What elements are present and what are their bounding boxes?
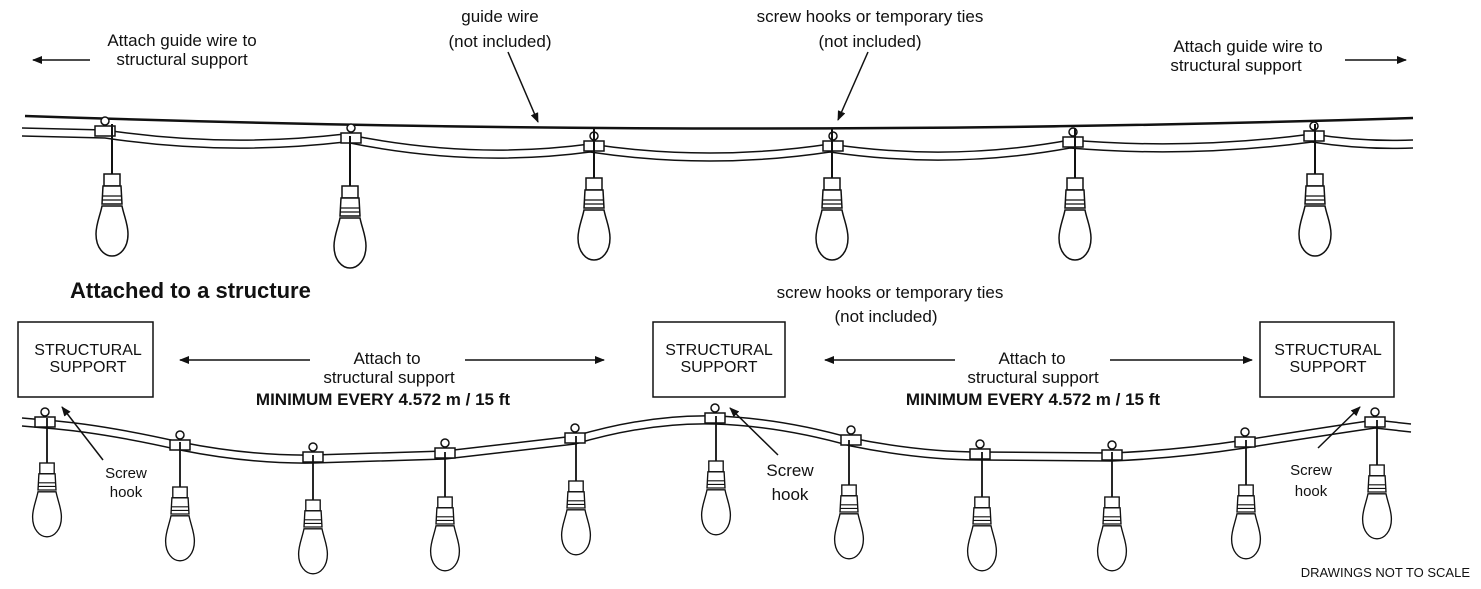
span-annotation-right: Attach to structural support MINIMUM EVE… [824, 349, 1253, 409]
structural-support-center: STRUCTURAL SUPPORT [652, 321, 786, 398]
attach-to-line2: structural support [967, 368, 1099, 387]
bulb-icon [1361, 419, 1393, 540]
structural-support-left: STRUCTURAL SUPPORT [17, 321, 154, 398]
screw-hook-line1: Screw [1290, 462, 1332, 479]
guide-wire-pointer [507, 51, 539, 123]
bulb-icon [966, 451, 998, 572]
guide-wire-note: (not included) [448, 32, 551, 51]
bulb-icon [1230, 439, 1262, 560]
screw-hook-callout-left: Screw hook [61, 406, 147, 501]
support-label-line2: SUPPORT [1289, 359, 1366, 376]
screw-hook-icon [34, 407, 56, 428]
tie-icon [1062, 127, 1084, 148]
tie-icon [969, 439, 991, 460]
bulb-icon [700, 415, 732, 536]
guide-wire-label: guide wire [461, 7, 539, 26]
bulb-icon [560, 435, 592, 556]
screw-hook-line2: hook [110, 484, 143, 501]
attach-right-line2: structural support [1170, 56, 1302, 75]
bulb-icon [1058, 127, 1092, 261]
section-heading: Attached to a structure [70, 278, 311, 303]
attach-to-line1: Attach to [353, 349, 420, 368]
bulb-icon [164, 441, 196, 562]
screw-hook-callout-center: Screw hook [729, 407, 814, 504]
tie-icon [840, 425, 862, 446]
minimum-spacing: MINIMUM EVERY 4.572 m / 15 ft [256, 390, 510, 409]
bottom-hooks-ties-note: (not included) [834, 307, 937, 326]
support-label-line1: STRUCTURAL [34, 342, 142, 359]
attach-left-line1: Attach guide wire to [107, 31, 256, 50]
tie-icon [564, 423, 586, 444]
bulb-icon [95, 123, 129, 257]
bulb-icon [577, 127, 611, 261]
attach-to-line2: structural support [323, 368, 455, 387]
drawings-not-to-scale: DRAWINGS NOT TO SCALE [1301, 565, 1471, 580]
screw-hook-callout-right: Screw hook [1290, 406, 1361, 500]
hooks-ties-pointer [837, 51, 869, 121]
bottom-hooks-ties-label: screw hooks or temporary ties [777, 283, 1004, 302]
screw-hook-icon [704, 403, 726, 424]
support-label-line1: STRUCTURAL [665, 342, 773, 359]
support-label-line2: SUPPORT [49, 359, 126, 376]
bottom-string-cable [21, 415, 1412, 464]
bottom-bulbs [31, 415, 1393, 575]
span-annotation-left: Attach to structural support MINIMUM EVE… [179, 349, 605, 409]
top-diagram: Attach guide wire to structural support … [21, 7, 1414, 269]
top-bulbs [95, 123, 1332, 269]
screw-hook-line1: Screw [766, 461, 814, 480]
bulb-icon [31, 417, 63, 538]
guide-wire [24, 114, 1414, 130]
structural-support-right: STRUCTURAL SUPPORT [1259, 321, 1395, 398]
support-label-line1: STRUCTURAL [1274, 342, 1382, 359]
screw-hook-icon [1364, 407, 1386, 428]
bulb-icon [297, 454, 329, 575]
tie-icon [1234, 427, 1256, 448]
attach-right-line1: Attach guide wire to [1173, 37, 1322, 56]
bottom-hooks [34, 403, 1386, 463]
hooks-ties-label: screw hooks or temporary ties [757, 7, 984, 26]
bulb-icon [1096, 451, 1128, 572]
attach-left-line2: structural support [116, 50, 248, 69]
attach-to-line1: Attach to [998, 349, 1065, 368]
bulb-icon [429, 451, 461, 572]
hooks-ties-note: (not included) [818, 32, 921, 51]
screw-hook-line2: hook [1295, 483, 1328, 500]
top-string-cable [21, 127, 1414, 162]
bulb-icon [833, 439, 865, 560]
bulb-icon [333, 135, 367, 269]
bottom-diagram: Attached to a structure screw hooks or t… [17, 278, 1412, 575]
support-label-line2: SUPPORT [680, 359, 757, 376]
screw-hook-line2: hook [772, 485, 809, 504]
minimum-spacing: MINIMUM EVERY 4.572 m / 15 ft [906, 390, 1160, 409]
screw-hook-line1: Screw [105, 465, 147, 482]
